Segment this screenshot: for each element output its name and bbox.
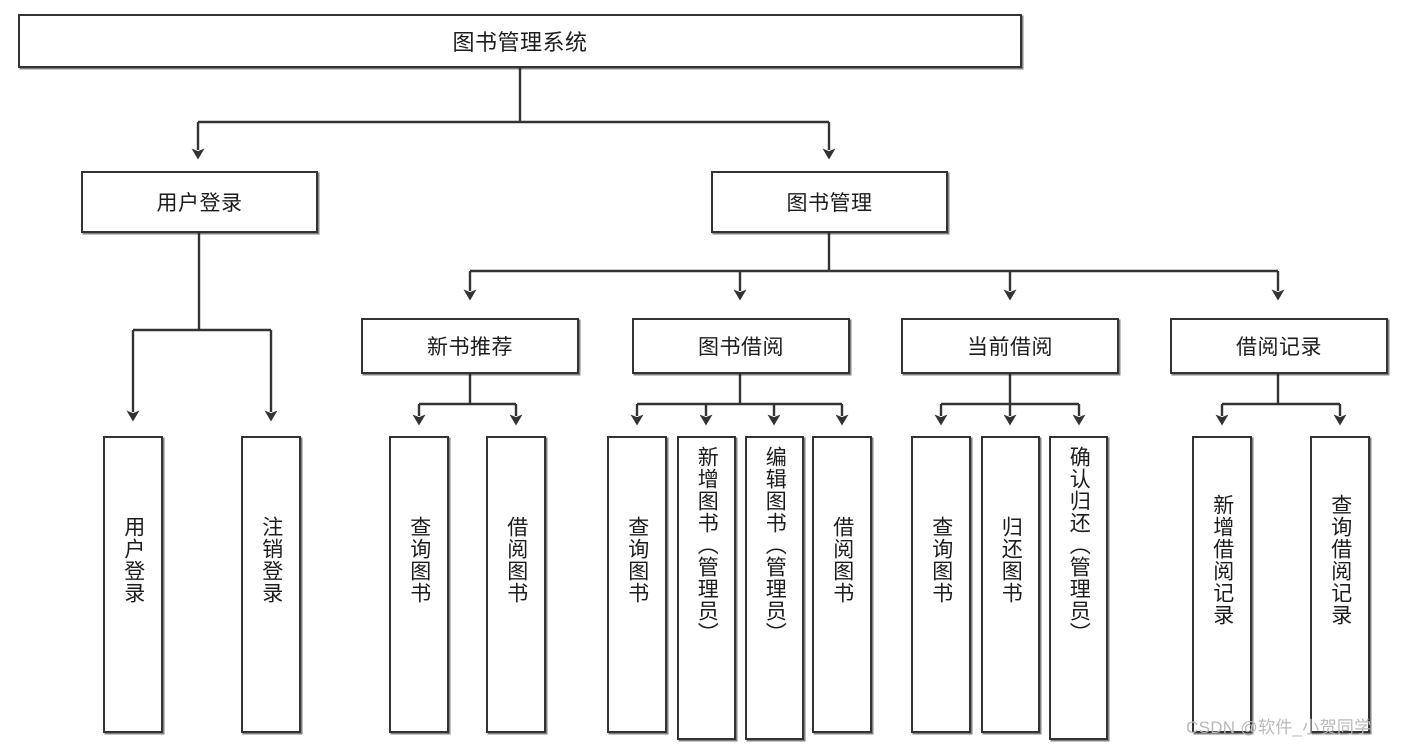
- node-root-library-system[interactable]: 图书管理系统: [18, 14, 1022, 68]
- leaf-add-borrow-record[interactable]: 新增借阅记录: [1192, 436, 1252, 733]
- node-label: 查询图书: [929, 516, 953, 604]
- node-label: 借阅图书: [830, 516, 854, 604]
- node-label: 查询图书: [407, 516, 431, 604]
- leaf-query-book-current[interactable]: 查询图书: [911, 436, 971, 733]
- node-label: 确认归还（管理员）: [1067, 446, 1091, 644]
- node-label: 归还图书: [999, 516, 1023, 604]
- node-book-management[interactable]: 图书管理: [711, 171, 948, 233]
- node-label: 当前借阅: [967, 336, 1053, 359]
- node-new-book-recommend[interactable]: 新书推荐: [361, 318, 579, 374]
- node-label: 借阅图书: [504, 516, 528, 604]
- node-label: 图书管理系统: [452, 30, 588, 55]
- leaf-edit-book-admin[interactable]: 编辑图书（管理员）: [745, 436, 804, 740]
- leaf-confirm-return-admin[interactable]: 确认归还（管理员）: [1049, 436, 1108, 740]
- node-label: 新书推荐: [427, 336, 513, 359]
- node-user-login[interactable]: 用户登录: [81, 171, 318, 233]
- node-label: 注销登录: [259, 516, 283, 604]
- leaf-query-book-borrow[interactable]: 查询图书: [607, 436, 667, 733]
- node-label: 查询图书: [625, 516, 649, 604]
- leaf-add-book-admin[interactable]: 新增图书（管理员）: [677, 436, 736, 740]
- leaf-query-book-recommend[interactable]: 查询图书: [389, 436, 449, 733]
- node-label: 编辑图书（管理员）: [763, 446, 787, 644]
- node-book-borrow[interactable]: 图书借阅: [632, 318, 850, 374]
- leaf-return-book[interactable]: 归还图书: [981, 436, 1040, 733]
- node-borrow-record[interactable]: 借阅记录: [1170, 318, 1388, 374]
- node-label: 图书管理: [786, 192, 873, 215]
- node-label: 借阅记录: [1236, 336, 1322, 359]
- node-label: 新增借阅记录: [1210, 494, 1234, 626]
- leaf-user-login[interactable]: 用户登录: [103, 436, 163, 733]
- node-current-borrow[interactable]: 当前借阅: [901, 318, 1119, 374]
- watermark-text: CSDN @软件_小贺同学: [1186, 718, 1372, 737]
- node-label: 用户登录: [121, 516, 145, 604]
- node-label: 用户登录: [156, 192, 243, 215]
- leaf-query-borrow-record[interactable]: 查询借阅记录: [1310, 436, 1370, 733]
- node-label: 图书借阅: [698, 336, 784, 359]
- node-label: 查询借阅记录: [1328, 494, 1352, 626]
- leaf-logout[interactable]: 注销登录: [241, 436, 301, 733]
- node-label: 新增图书（管理员）: [695, 446, 719, 644]
- leaf-borrow-book[interactable]: 借阅图书: [812, 436, 872, 733]
- leaf-borrow-book-recommend[interactable]: 借阅图书: [486, 436, 546, 733]
